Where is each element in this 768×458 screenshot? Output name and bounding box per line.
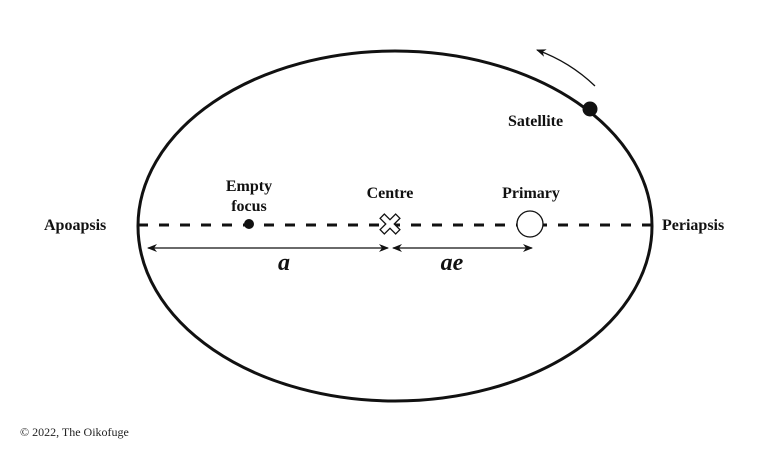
empty-focus-label-1: Empty [226, 178, 272, 195]
apoapsis-label: Apoapsis [44, 217, 106, 234]
primary-label: Primary [502, 185, 560, 202]
satellite-label: Satellite [508, 113, 563, 130]
focal-distance-label: ae [441, 250, 464, 276]
semi-major-axis-label: a [278, 250, 290, 276]
centre-cross-icon [379, 213, 401, 235]
direction-arrow [536, 49, 596, 87]
centre-label: Centre [367, 185, 414, 202]
empty-focus-dot [244, 219, 254, 229]
primary-body [516, 210, 544, 238]
periapsis-label: Periapsis [662, 217, 724, 234]
copyright-text: © 2022, The Oikofuge [20, 425, 129, 439]
empty-focus-label-2: focus [231, 198, 267, 215]
satellite-dot [582, 101, 598, 117]
